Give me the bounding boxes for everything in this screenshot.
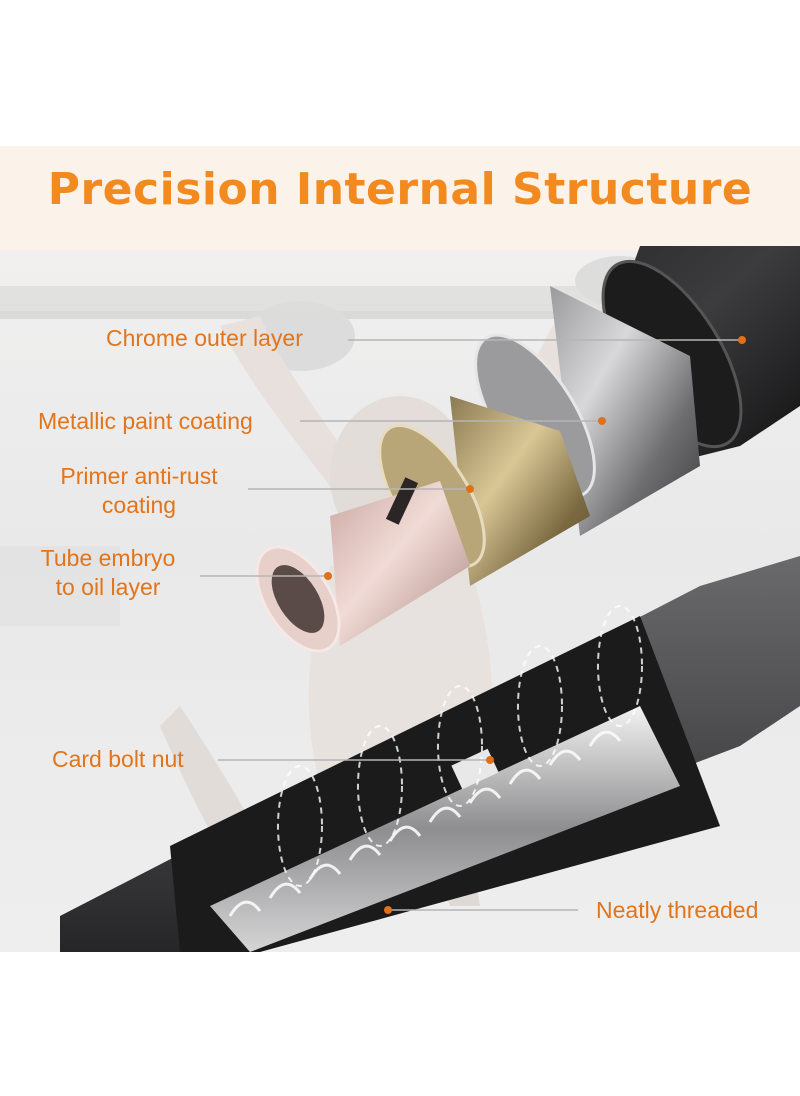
label-primer-line2: coating	[101, 492, 177, 518]
page-title: Precision Internal Structure	[47, 164, 753, 215]
leader-dot-chrome	[738, 336, 746, 344]
leader-dots	[324, 336, 746, 914]
leader-dot-primer	[466, 485, 474, 493]
label-card-bolt-nut: Card bolt nut	[52, 746, 184, 772]
lower-bar	[60, 556, 800, 952]
label-neatly-threaded: Neatly threaded	[596, 897, 759, 923]
label-metallic-paint-coating: Metallic paint coating	[38, 408, 253, 434]
leader-dot-threaded	[384, 906, 392, 914]
product-illustration	[0, 246, 800, 952]
label-primer-anti-rust: Primer anti-rust coating	[48, 462, 230, 520]
leader-dot-metallic	[598, 417, 606, 425]
leader-lines	[200, 339, 742, 911]
label-tube-line1: Tube embryo	[40, 545, 176, 571]
leader-dot-card-bolt	[486, 756, 494, 764]
label-primer-line1: Primer anti-rust	[60, 463, 218, 489]
leader-dot-tube	[324, 572, 332, 580]
label-tube-line2: to oil layer	[55, 574, 161, 600]
label-chrome-outer-layer: Chrome outer layer	[106, 325, 303, 351]
label-tube-embryo: Tube embryo to oil layer	[28, 544, 188, 602]
diagram-panel: Precision Internal Structure Chrome oute…	[0, 146, 800, 952]
layered-tube	[255, 246, 800, 653]
